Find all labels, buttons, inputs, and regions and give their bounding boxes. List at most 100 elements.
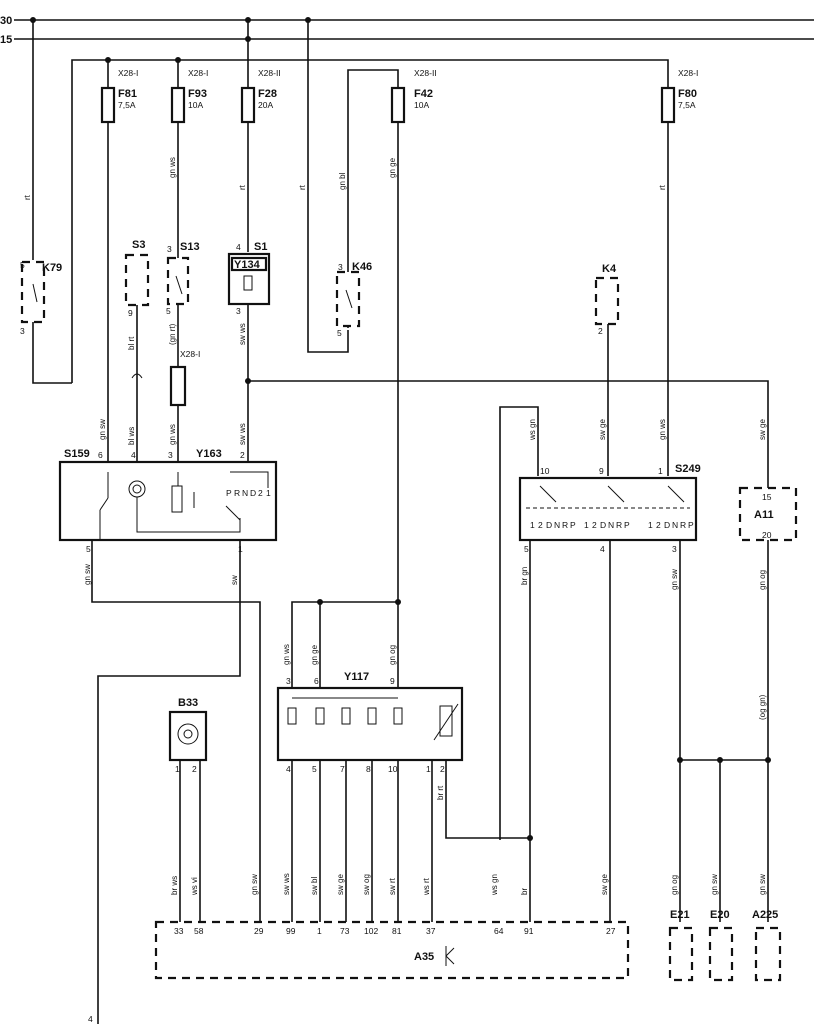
svg-text:5: 5 [524,544,529,554]
svg-text:br gn: br gn [520,567,529,585]
svg-text:8: 8 [366,764,371,774]
svg-text:K79: K79 [42,262,62,274]
svg-text:58: 58 [194,926,204,936]
svg-text:X28-II: X28-II [414,68,437,78]
svg-text:10A: 10A [414,100,429,110]
svg-text:sw rt: sw rt [388,877,397,895]
svg-text:(og gn): (og gn) [758,694,767,720]
svg-text:2: 2 [656,520,661,530]
svg-text:7: 7 [340,764,345,774]
svg-text:D: D [250,488,256,498]
svg-text:(gn rt): (gn rt) [168,323,177,345]
switch-s3: S3 9 [124,239,150,318]
svg-text:3: 3 [286,676,291,686]
svg-text:6: 6 [98,450,103,460]
lamp-e21: E21 [668,909,694,982]
svg-text:rt: rt [658,184,667,190]
svg-text:F80: F80 [678,88,697,100]
svg-text:gn sw: gn sw [83,564,92,585]
svg-text:gn og: gn og [758,570,767,590]
svg-text:sw og: sw og [362,874,371,895]
module-a225: A225 [752,909,782,982]
svg-text:4: 4 [600,544,605,554]
svg-text:A225: A225 [752,909,778,921]
svg-text:9: 9 [390,676,395,686]
switch-s249: S249 10 9 1 5 4 3 1 2 D N R P 1 2 D N R … [518,463,701,554]
svg-text:37: 37 [426,926,436,936]
svg-text:gn ws: gn ws [168,157,177,178]
svg-text:N: N [554,520,560,530]
svg-text:K46: K46 [352,261,372,273]
svg-text:3: 3 [236,306,241,316]
svg-text:D: D [664,520,670,530]
sensor-b33: B33 1 2 [168,697,208,774]
svg-text:sw ws: sw ws [238,323,247,345]
svg-text:1: 1 [426,764,431,774]
svg-text:7,5A: 7,5A [118,100,136,110]
svg-text:K4: K4 [602,263,617,275]
svg-text:ws gn: ws gn [490,874,499,896]
svg-text:rt: rt [23,194,32,200]
svg-text:bl rt: bl rt [127,336,136,350]
svg-text:3: 3 [20,326,25,336]
svg-text:F93: F93 [188,88,207,100]
svg-text:rt: rt [238,184,247,190]
svg-text:sw ge: sw ge [598,419,607,440]
svg-text:10: 10 [540,466,550,476]
svg-text:1: 1 [266,488,271,498]
svg-text:br rt: br rt [436,785,445,800]
svg-text:rt: rt [298,184,307,190]
svg-text:29: 29 [254,926,264,936]
svg-text:S159: S159 [64,448,90,460]
svg-text:27: 27 [606,926,616,936]
svg-text:gn og: gn og [670,875,679,895]
svg-text:S3: S3 [132,239,145,251]
svg-text:gn bl: gn bl [338,172,347,190]
svg-text:20: 20 [762,530,772,540]
svg-text:B33: B33 [178,697,198,709]
svg-text:1: 1 [648,520,653,530]
svg-text:ws rt: ws rt [422,877,431,896]
svg-text:sw ge: sw ge [336,874,345,895]
svg-text:F81: F81 [118,88,137,100]
svg-text:1: 1 [530,520,535,530]
svg-text:gn og: gn og [388,645,397,665]
fuse-f80: F80 7,5A X28-I [660,68,698,124]
svg-text:R: R [234,488,240,498]
svg-text:gn sw: gn sw [670,569,679,590]
valve-block-y117: Y117 3 6 9 4 5 7 8 10 1 2 [276,671,464,774]
svg-text:3: 3 [672,544,677,554]
svg-text:Y134: Y134 [234,259,261,271]
svg-text:F28: F28 [258,88,277,100]
svg-text:br: br [520,888,529,895]
svg-text:5: 5 [86,544,91,554]
svg-text:Y117: Y117 [344,671,369,683]
svg-text:2: 2 [192,764,197,774]
svg-text:9: 9 [599,466,604,476]
rail-30: 30 [0,15,814,27]
svg-text:F42: F42 [414,88,433,100]
svg-text:R: R [616,520,622,530]
svg-text:33: 33 [174,926,184,936]
svg-text:91: 91 [524,926,534,936]
svg-text:4: 4 [131,450,136,460]
svg-text:15: 15 [762,492,772,502]
svg-text:sw ge: sw ge [600,874,609,895]
relay-k46: K46 3 5 [335,261,372,338]
switch-s1: Y134 S1 4 3 [227,241,271,316]
svg-text:99: 99 [286,926,296,936]
svg-text:1: 1 [175,764,180,774]
svg-text:5: 5 [312,764,317,774]
svg-text:gn sw: gn sw [758,874,767,895]
svg-text:P: P [570,520,576,530]
svg-text:sw: sw [230,575,239,585]
svg-text:3: 3 [167,244,172,254]
continuation-marker: 4 [88,1014,93,1024]
relay-k79: K79 5 3 [20,260,62,336]
svg-text:73: 73 [340,926,350,936]
svg-text:9: 9 [128,308,133,318]
svg-text:64: 64 [494,926,504,936]
svg-text:2: 2 [258,488,263,498]
svg-text:R: R [680,520,686,530]
svg-text:10A: 10A [188,100,203,110]
